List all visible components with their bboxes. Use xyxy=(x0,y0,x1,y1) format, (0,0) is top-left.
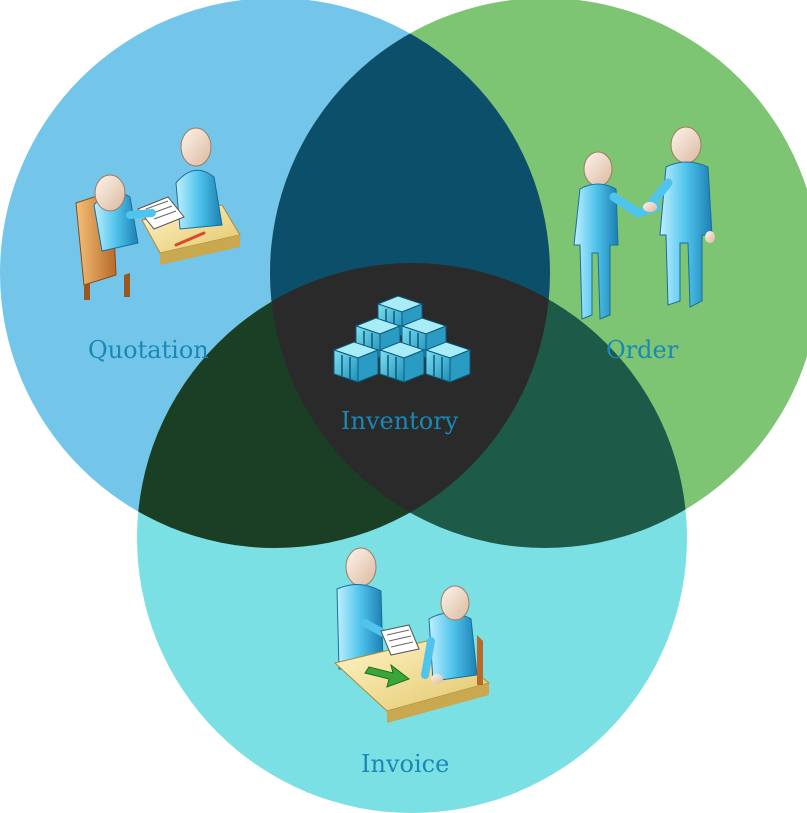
box-icon xyxy=(332,341,380,383)
invoice-label: Invoice xyxy=(361,750,449,778)
handshake-icon xyxy=(573,126,715,320)
box-icon xyxy=(424,341,472,383)
order-label: Order xyxy=(606,336,679,364)
invoice-handover-icon xyxy=(333,547,491,723)
inventory-label: Inventory xyxy=(341,407,459,435)
quotation-label: Quotation xyxy=(88,336,209,364)
quotation-meeting-icon xyxy=(75,127,241,300)
stacked-boxes-icon xyxy=(332,295,472,383)
box-icon xyxy=(378,341,426,383)
